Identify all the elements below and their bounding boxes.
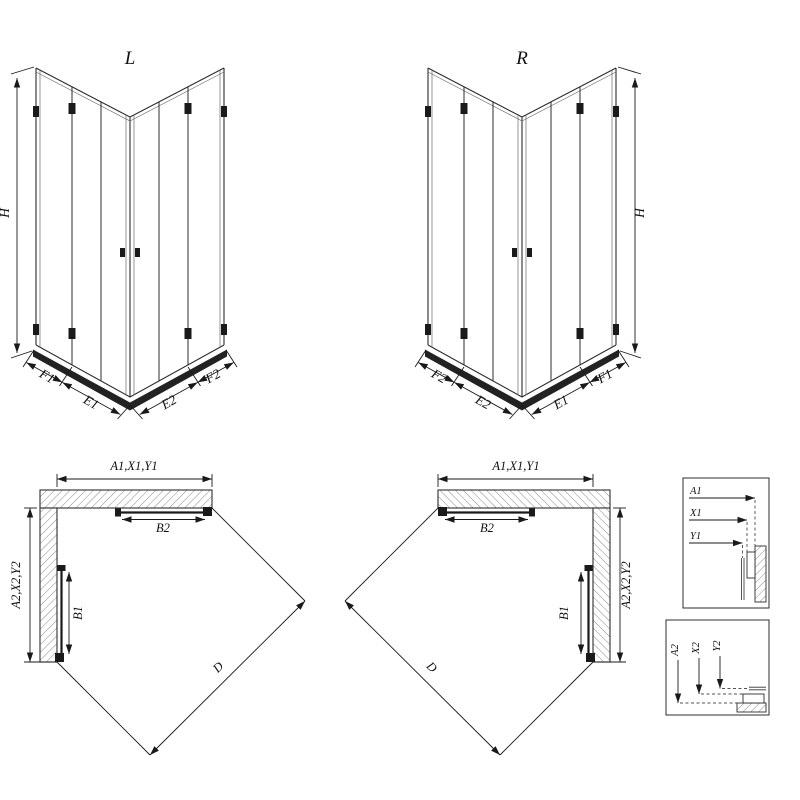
legend-x1-label: X1 <box>689 508 702 519</box>
plan-line-art-left <box>24 474 305 755</box>
bottom-dim-f2-left: F2 <box>202 366 223 387</box>
3d-view-right: R H F2 E2 E1 F1 <box>415 48 647 419</box>
variant-title-left: L <box>124 48 136 69</box>
3d-view-left: L H F1 E1 E2 F2 <box>0 48 237 419</box>
legend-x2-label: X2 <box>691 641 702 654</box>
height-dim-label-left: H <box>0 207 12 219</box>
height-dim-label-right: H <box>632 207 647 219</box>
plan-b1-label-right: B1 <box>557 606 571 620</box>
legend-y1-label: Y1 <box>690 531 701 542</box>
plan-depth-label-left: A2,X2,Y2 <box>9 561 23 609</box>
plan-diagonal-label-left: D <box>209 659 226 676</box>
legend-depth-ref-lines <box>680 688 749 704</box>
plan-b1-label-left: B1 <box>71 606 85 620</box>
bottom-dim-e1-left: E1 <box>80 391 101 412</box>
bottom-dim-e1-right: E1 <box>550 392 571 413</box>
plan-b2-label-right: B2 <box>480 521 494 535</box>
bottom-dim-f1-left: F1 <box>36 365 57 386</box>
plan-view-left: A1,X1,Y1 A2,X2,Y2 B2 B1 D <box>9 459 305 755</box>
variant-title-right: R <box>515 48 528 69</box>
bottom-dim-f2-right: F2 <box>428 365 449 386</box>
plan-width-label-left: A1,X1,Y1 <box>109 459 157 473</box>
legend-a1-label: A1 <box>689 486 702 497</box>
plan-view-right: A1,X1,Y1 A2,X2,Y2 B2 B1 D <box>345 459 633 755</box>
bottom-dim-e2-left: E2 <box>158 392 179 413</box>
legend-depth-dim-lines <box>674 656 724 703</box>
detail-legend-width: A1 X1 Y1 <box>682 477 770 609</box>
plan-diagonal-label-right: D <box>423 658 440 675</box>
legend-width-dim-lines <box>689 494 755 547</box>
bottom-dim-f1-right: F1 <box>594 366 615 387</box>
legend-y2-label: Y2 <box>712 640 723 652</box>
legend-a2-label: A2 <box>670 643 681 656</box>
plan-depth-label-right: A2,X2,Y2 <box>619 561 633 609</box>
plan-b2-label-left: B2 <box>156 521 170 535</box>
legend-width-profile-section <box>741 545 767 603</box>
detail-legend-depth: A2 X2 Y2 <box>665 619 770 716</box>
legend-depth-profile-section <box>736 686 767 713</box>
plan-line-art-right <box>345 474 626 755</box>
legend-width-ref-lines <box>742 500 756 558</box>
plan-width-label-right: A1,X1,Y1 <box>491 459 539 473</box>
bottom-dim-e2-right: E2 <box>472 391 493 412</box>
